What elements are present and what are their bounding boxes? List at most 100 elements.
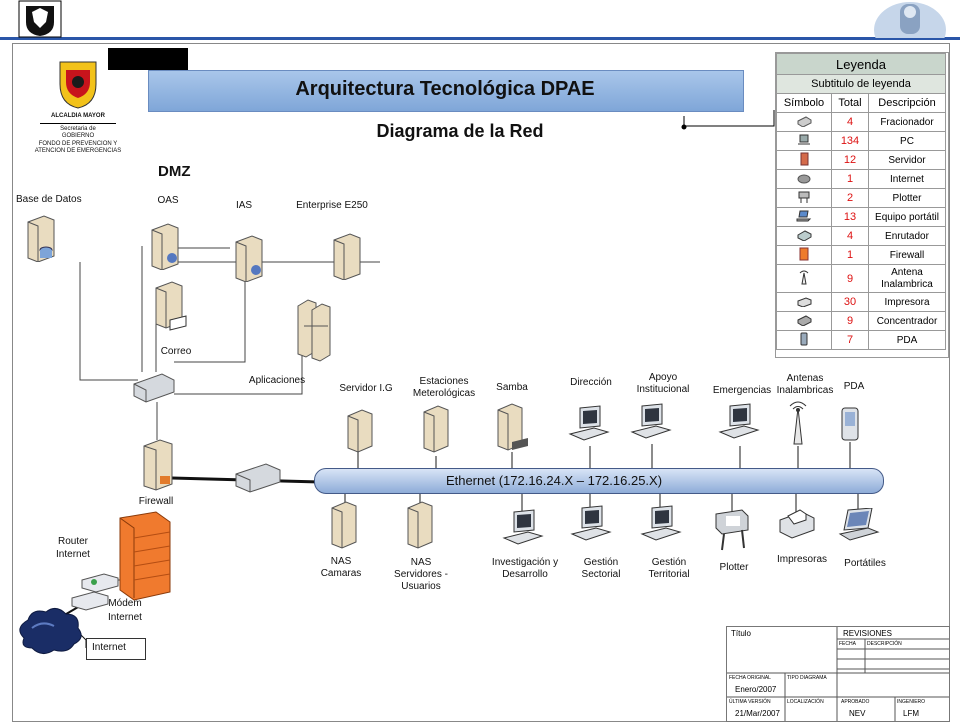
estaciones-label-line2: Meterológicas (412, 388, 476, 399)
fecha-label: FECHA (839, 641, 856, 647)
router-icon (776, 226, 832, 246)
firewall-wall-icon (119, 511, 171, 601)
gestion-sectorial-label: Gestión (583, 557, 619, 568)
gestion-territorial-label-line2: Territorial (648, 569, 690, 580)
pda-label: PDA (843, 381, 865, 392)
aprobado-label: APROBADO (841, 699, 870, 705)
pda-icon (841, 407, 859, 441)
ias-server-icon (235, 235, 263, 282)
org-line: Secretaria de (60, 126, 96, 132)
legend-total: 4 (831, 112, 869, 132)
org-line: FONDO DE PREVENCION Y (38, 141, 118, 147)
apoyo-pc-icon (630, 403, 672, 439)
legend-desc: Equipo portátil (868, 207, 946, 227)
apoyo-label: Apoyo (648, 372, 678, 383)
legend-total: 1 (831, 169, 869, 189)
ingeniero-value: LFM (903, 709, 919, 718)
gestion-territorial-label: Gestión (651, 557, 687, 568)
legend-row: 134 PC (776, 131, 946, 151)
coat-of-arms-icon (59, 61, 97, 109)
investigacion-pc-icon (502, 509, 544, 545)
hub-icon (776, 311, 832, 331)
ias-label: IAS (235, 200, 253, 211)
title-tab (108, 48, 188, 70)
aplicaciones-label: Aplicaciones (248, 375, 306, 386)
legend-total: 9 (831, 264, 869, 293)
ethernet-label: Ethernet (172.16.24.X – 172.16.25.X) (445, 473, 663, 488)
cloud-icon (776, 169, 832, 189)
legend-row: 9 Concentrador (776, 311, 946, 331)
legend-desc: Internet (868, 169, 946, 189)
legend-total: 30 (831, 292, 869, 312)
wireless-antenna-icon (789, 401, 807, 445)
legend-subtitle: Subtitulo de leyenda (776, 74, 946, 94)
legend-desc: Concentrador (868, 311, 946, 331)
antenna-icon (776, 264, 832, 293)
titulo-label: Título (731, 629, 752, 638)
printer-icon (779, 509, 815, 539)
legend-total: 134 (831, 131, 869, 151)
legend-row: 4 Enrutador (776, 226, 946, 246)
samba-server-icon (497, 403, 528, 451)
server-icon (776, 150, 832, 170)
legend-desc: PDA (868, 330, 946, 350)
legend-title: Leyenda (776, 53, 946, 75)
direccion-label: Dirección (570, 377, 612, 388)
legend-header-description: Descripción (868, 93, 946, 113)
oas-label: OAS (157, 195, 179, 206)
nas-servidores-icon (407, 501, 433, 549)
legend-panel: Leyenda Subtitulo de leyenda Símbolo Tot… (775, 52, 949, 358)
legend-total: 2 (831, 188, 869, 208)
page-subtitle: Diagrama de la Red (376, 121, 544, 141)
tipo-diagrama-label: TIPO DIAGRAMA (787, 675, 827, 681)
nas-servidores-label-line2: Servidores - (394, 569, 448, 580)
correo-label: Correo (160, 346, 192, 357)
gestion-sectorial-pc-icon (570, 505, 612, 541)
legend-desc: Enrutador (868, 226, 946, 246)
nas-servidores-label: NAS (410, 557, 432, 568)
application-servers-icon (297, 299, 331, 362)
fecha-original-label: FECHA ORIGINAL (729, 675, 771, 681)
legend-header-symbol: Símbolo (776, 93, 832, 113)
modem-icon (71, 591, 109, 611)
nas-camaras-label-line2: Camaras (320, 568, 362, 579)
header-bar (0, 0, 960, 38)
legend-row: 13 Equipo portátil (776, 207, 946, 227)
legend-desc: Servidor (868, 150, 946, 170)
legend-header-total: Total (831, 93, 869, 113)
legend-row: 1 Internet (776, 169, 946, 189)
laptop-icon (776, 207, 832, 227)
enterprise-label: Enterprise E250 (296, 200, 368, 211)
servidor-ig-label: Servidor I.G (339, 383, 393, 394)
estaciones-server-icon (423, 405, 449, 453)
legend-row: 1 Firewall (776, 245, 946, 265)
legend-row: 12 Servidor (776, 150, 946, 170)
legend-total: 7 (831, 330, 869, 350)
legend-total: 1 (831, 245, 869, 265)
firewall-server-icon (143, 439, 173, 491)
ethernet-bus (314, 468, 884, 494)
legend-desc: Impresora (868, 292, 946, 312)
antenas-label: Antenas (786, 373, 824, 384)
mail-server-icon (155, 281, 187, 331)
title-block-grid (727, 627, 949, 721)
plotter-label: Plotter (719, 562, 749, 573)
ultima-version-value: 21/Mar/2007 (735, 709, 780, 718)
org-line: ATENCION DE EMERGENCIAS (34, 148, 122, 154)
legend-table: Leyenda Subtitulo de leyenda Símbolo Tot… (776, 53, 946, 350)
pda-icon (776, 330, 832, 350)
dmz-label: DMZ (158, 163, 191, 180)
laptop-icon (838, 508, 880, 541)
database-server-icon (27, 215, 55, 262)
localizacion-label: LOCALIZACIÓN (787, 699, 824, 705)
legend-desc: Antena Inalambrica (868, 264, 946, 293)
legend-row: 7 PDA (776, 330, 946, 350)
antenas-label-line2: Inalambricas (776, 385, 834, 396)
org-divider (40, 123, 116, 124)
internet-cloud-icon (19, 608, 82, 654)
firewall-label: Firewall (138, 496, 174, 507)
legend-total: 13 (831, 207, 869, 227)
base-datos-label: Base de Datos (16, 194, 82, 205)
page-title: Arquitectura Tecnológica DPAE (295, 78, 595, 100)
estaciones-label: Estaciones (419, 376, 469, 387)
